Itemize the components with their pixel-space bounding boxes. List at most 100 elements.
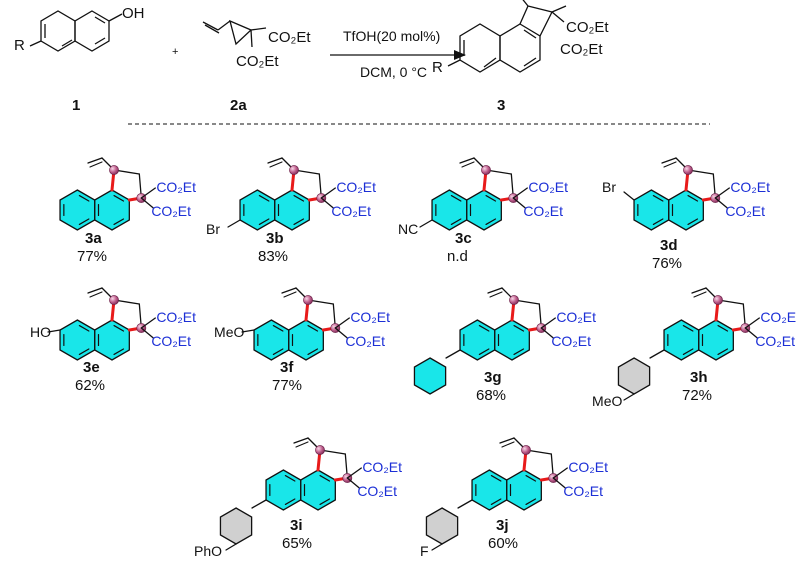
vinyl-double-bond <box>693 291 707 298</box>
bond <box>623 191 635 201</box>
aromatic-double-bond <box>78 194 90 202</box>
naphthalene-ring-left <box>459 319 496 361</box>
bond <box>320 187 336 199</box>
aromatic-double-bond <box>513 348 525 356</box>
aryl-ring <box>413 357 447 395</box>
substituent-label: PhO <box>194 543 222 559</box>
naphthalene-ring-right <box>506 469 542 511</box>
compound-yield: 60% <box>488 535 518 552</box>
aromatic-double-bond <box>478 324 490 332</box>
reactant-cyclopropane <box>202 19 267 48</box>
compound-yield: 76% <box>652 255 682 272</box>
bond <box>487 287 503 294</box>
bond <box>623 393 635 401</box>
naphthalene-ring-right <box>668 189 704 231</box>
aromatic-double-bond <box>113 348 125 356</box>
aromatic-double-bond <box>113 218 125 226</box>
ester-label-bottom: CO₂Et <box>563 483 603 499</box>
bond <box>419 219 433 228</box>
aromatic-double-bond <box>307 348 319 356</box>
bond <box>346 477 360 489</box>
reactant1-oh-label: OH <box>122 5 145 22</box>
vinyl-double-bond <box>663 161 677 168</box>
bond <box>334 327 348 339</box>
ester-label-top: CO₂Et <box>730 179 770 195</box>
product-number: 3 <box>497 97 505 114</box>
aromatic-double-bond <box>78 218 90 226</box>
aromatic-double-bond <box>78 348 90 356</box>
compound-yield: 62% <box>75 377 105 394</box>
bond <box>457 499 473 509</box>
reaction-arrow <box>330 50 466 60</box>
naphthalene-ring-left <box>471 469 508 511</box>
aromatic-double-bond <box>652 194 664 202</box>
bond <box>87 287 103 294</box>
stereocenter-ball <box>481 165 491 175</box>
aromatic-double-bond <box>307 324 319 332</box>
substituent-label: Br <box>206 221 220 237</box>
aromatic-double-bond <box>293 218 305 226</box>
bond <box>661 157 677 164</box>
aryl-ring <box>219 507 253 545</box>
product-ester-bottom: CO₂Et <box>560 41 603 58</box>
aromatic-double-bond <box>717 348 729 356</box>
vinyl-double-bond <box>269 161 283 168</box>
bond <box>281 287 297 294</box>
aromatic-double-bond <box>485 194 497 202</box>
bond <box>552 467 568 479</box>
aromatic-double-bond <box>525 474 537 482</box>
aromatic-double-bond <box>284 498 296 506</box>
bond <box>431 543 443 551</box>
compound-number: 3c <box>455 230 472 247</box>
bond <box>225 543 237 551</box>
compound-number: 3g <box>484 369 502 386</box>
substituent-label: F <box>420 543 429 559</box>
bond <box>744 327 758 339</box>
bond <box>334 317 350 329</box>
stereocenter-ball <box>683 165 693 175</box>
bond <box>251 499 267 509</box>
aromatic-double-bond <box>485 218 497 226</box>
compound-number: 3f <box>280 359 294 376</box>
aromatic-double-bond <box>682 324 694 332</box>
conditions-solvent: DCM, 0 °C <box>360 64 427 80</box>
naphthalene-ring-right <box>494 319 530 361</box>
aromatic-double-bond <box>687 218 699 226</box>
bond <box>241 329 255 333</box>
bond <box>459 157 475 164</box>
reactant-naphthol <box>29 10 123 52</box>
naphthalene-ring-right <box>300 469 336 511</box>
ester-label-bottom: CO₂Et <box>331 203 371 219</box>
ester-label-bottom: CO₂Et <box>151 203 191 219</box>
ester-label-top: CO₂Et <box>528 179 568 195</box>
conditions-catalyst: TfOH(20 mol%) <box>343 28 440 44</box>
compound-number: 3j <box>496 517 509 534</box>
aromatic-double-bond <box>113 324 125 332</box>
bond <box>445 349 461 359</box>
stereocenter-ball <box>315 445 325 455</box>
compound-number: 3i <box>290 517 303 534</box>
reactant1-number: 1 <box>72 97 80 114</box>
naphthalene-ring-left <box>265 469 302 511</box>
ester-label-top: CO₂Et <box>568 459 608 475</box>
ester-label-bottom: CO₂Et <box>551 333 591 349</box>
bond <box>540 327 554 339</box>
stereocenter-ball <box>713 295 723 305</box>
stereocenter-ball <box>109 295 119 305</box>
ester-label-bottom: CO₂Et <box>523 203 563 219</box>
naphthalene-ring-left <box>431 189 468 231</box>
compound-yield: 77% <box>272 377 302 394</box>
aromatic-double-bond <box>272 324 284 332</box>
vinyl-double-bond <box>89 161 103 168</box>
compound-yield: 83% <box>258 248 288 265</box>
bond <box>140 327 154 339</box>
aromatic-double-bond <box>717 324 729 332</box>
naphthalene-ring-right <box>288 319 324 361</box>
substituent-label: MeO <box>214 324 244 340</box>
naphthalene-ring-left <box>59 319 96 361</box>
bond <box>744 317 760 329</box>
aromatic-double-bond <box>525 498 537 506</box>
naphthalene-ring-right <box>698 319 734 361</box>
